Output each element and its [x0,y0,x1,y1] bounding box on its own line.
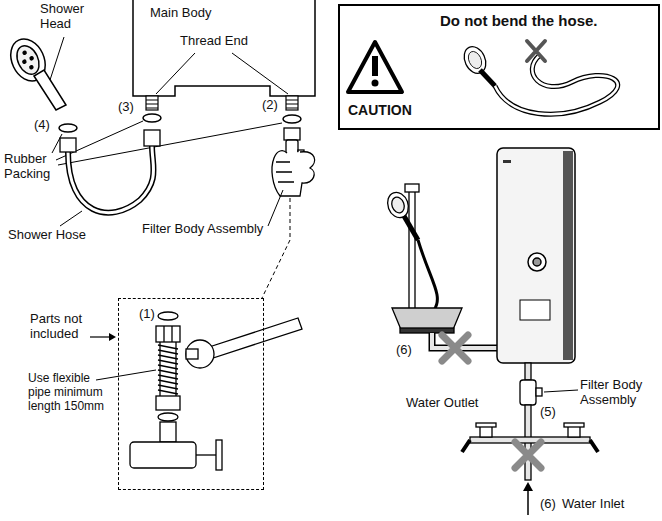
water-heater [497,148,575,363]
leader-line [268,190,283,226]
caution-box: Do not bend the hose. CAUTION [338,4,660,130]
inlet-pipe [462,363,598,480]
caution-symbol [348,42,402,92]
part-label: Filter Body Assembly [580,378,658,408]
part-label: Shower Hose [8,228,86,243]
callout-number: (4) [34,118,50,133]
shower-head [4,33,66,110]
pipe-parts [130,312,222,470]
callout-number: (1) [139,307,155,322]
leader-line [96,370,156,380]
dashed-leader [262,198,290,298]
part-label: Water Outlet [406,396,478,411]
shower-rail [384,184,462,333]
dashed-box: (1) [118,298,264,490]
leader-line [50,37,64,80]
caution-text: Do not bend the hose. [440,12,598,29]
leader-line [156,53,288,94]
callout-number: (2) [262,98,278,113]
part-label: Filter Body Assembly [142,222,263,237]
inlet-arrow [523,482,533,515]
main-body [133,0,315,96]
callout-number: (3) [118,100,134,115]
part-label: Water Inlet [562,497,624,512]
shower-hose [60,130,160,213]
part-label: Thread End [180,34,248,49]
callout-number: (6) [540,497,556,512]
part-label: Shower Head [40,2,92,32]
wrench [186,318,302,368]
rubber-packing [59,114,301,132]
filter-body [272,128,315,196]
part-label: Main Body [150,6,211,21]
note: Parts not included [30,312,96,342]
leader-line [52,121,282,165]
bent-hose-icon [460,41,618,114]
leader-line [544,390,578,392]
part-label: Rubber Packing [4,152,64,182]
callout-number: (5) [540,405,556,420]
leader-arrow [90,336,112,337]
callout-number: (6) [396,343,412,358]
arrow-head [109,333,116,341]
caution-heading: CAUTION [348,102,412,118]
note: Use flexible pipe minimum length 150mm [28,372,114,413]
leader-line [60,211,82,226]
